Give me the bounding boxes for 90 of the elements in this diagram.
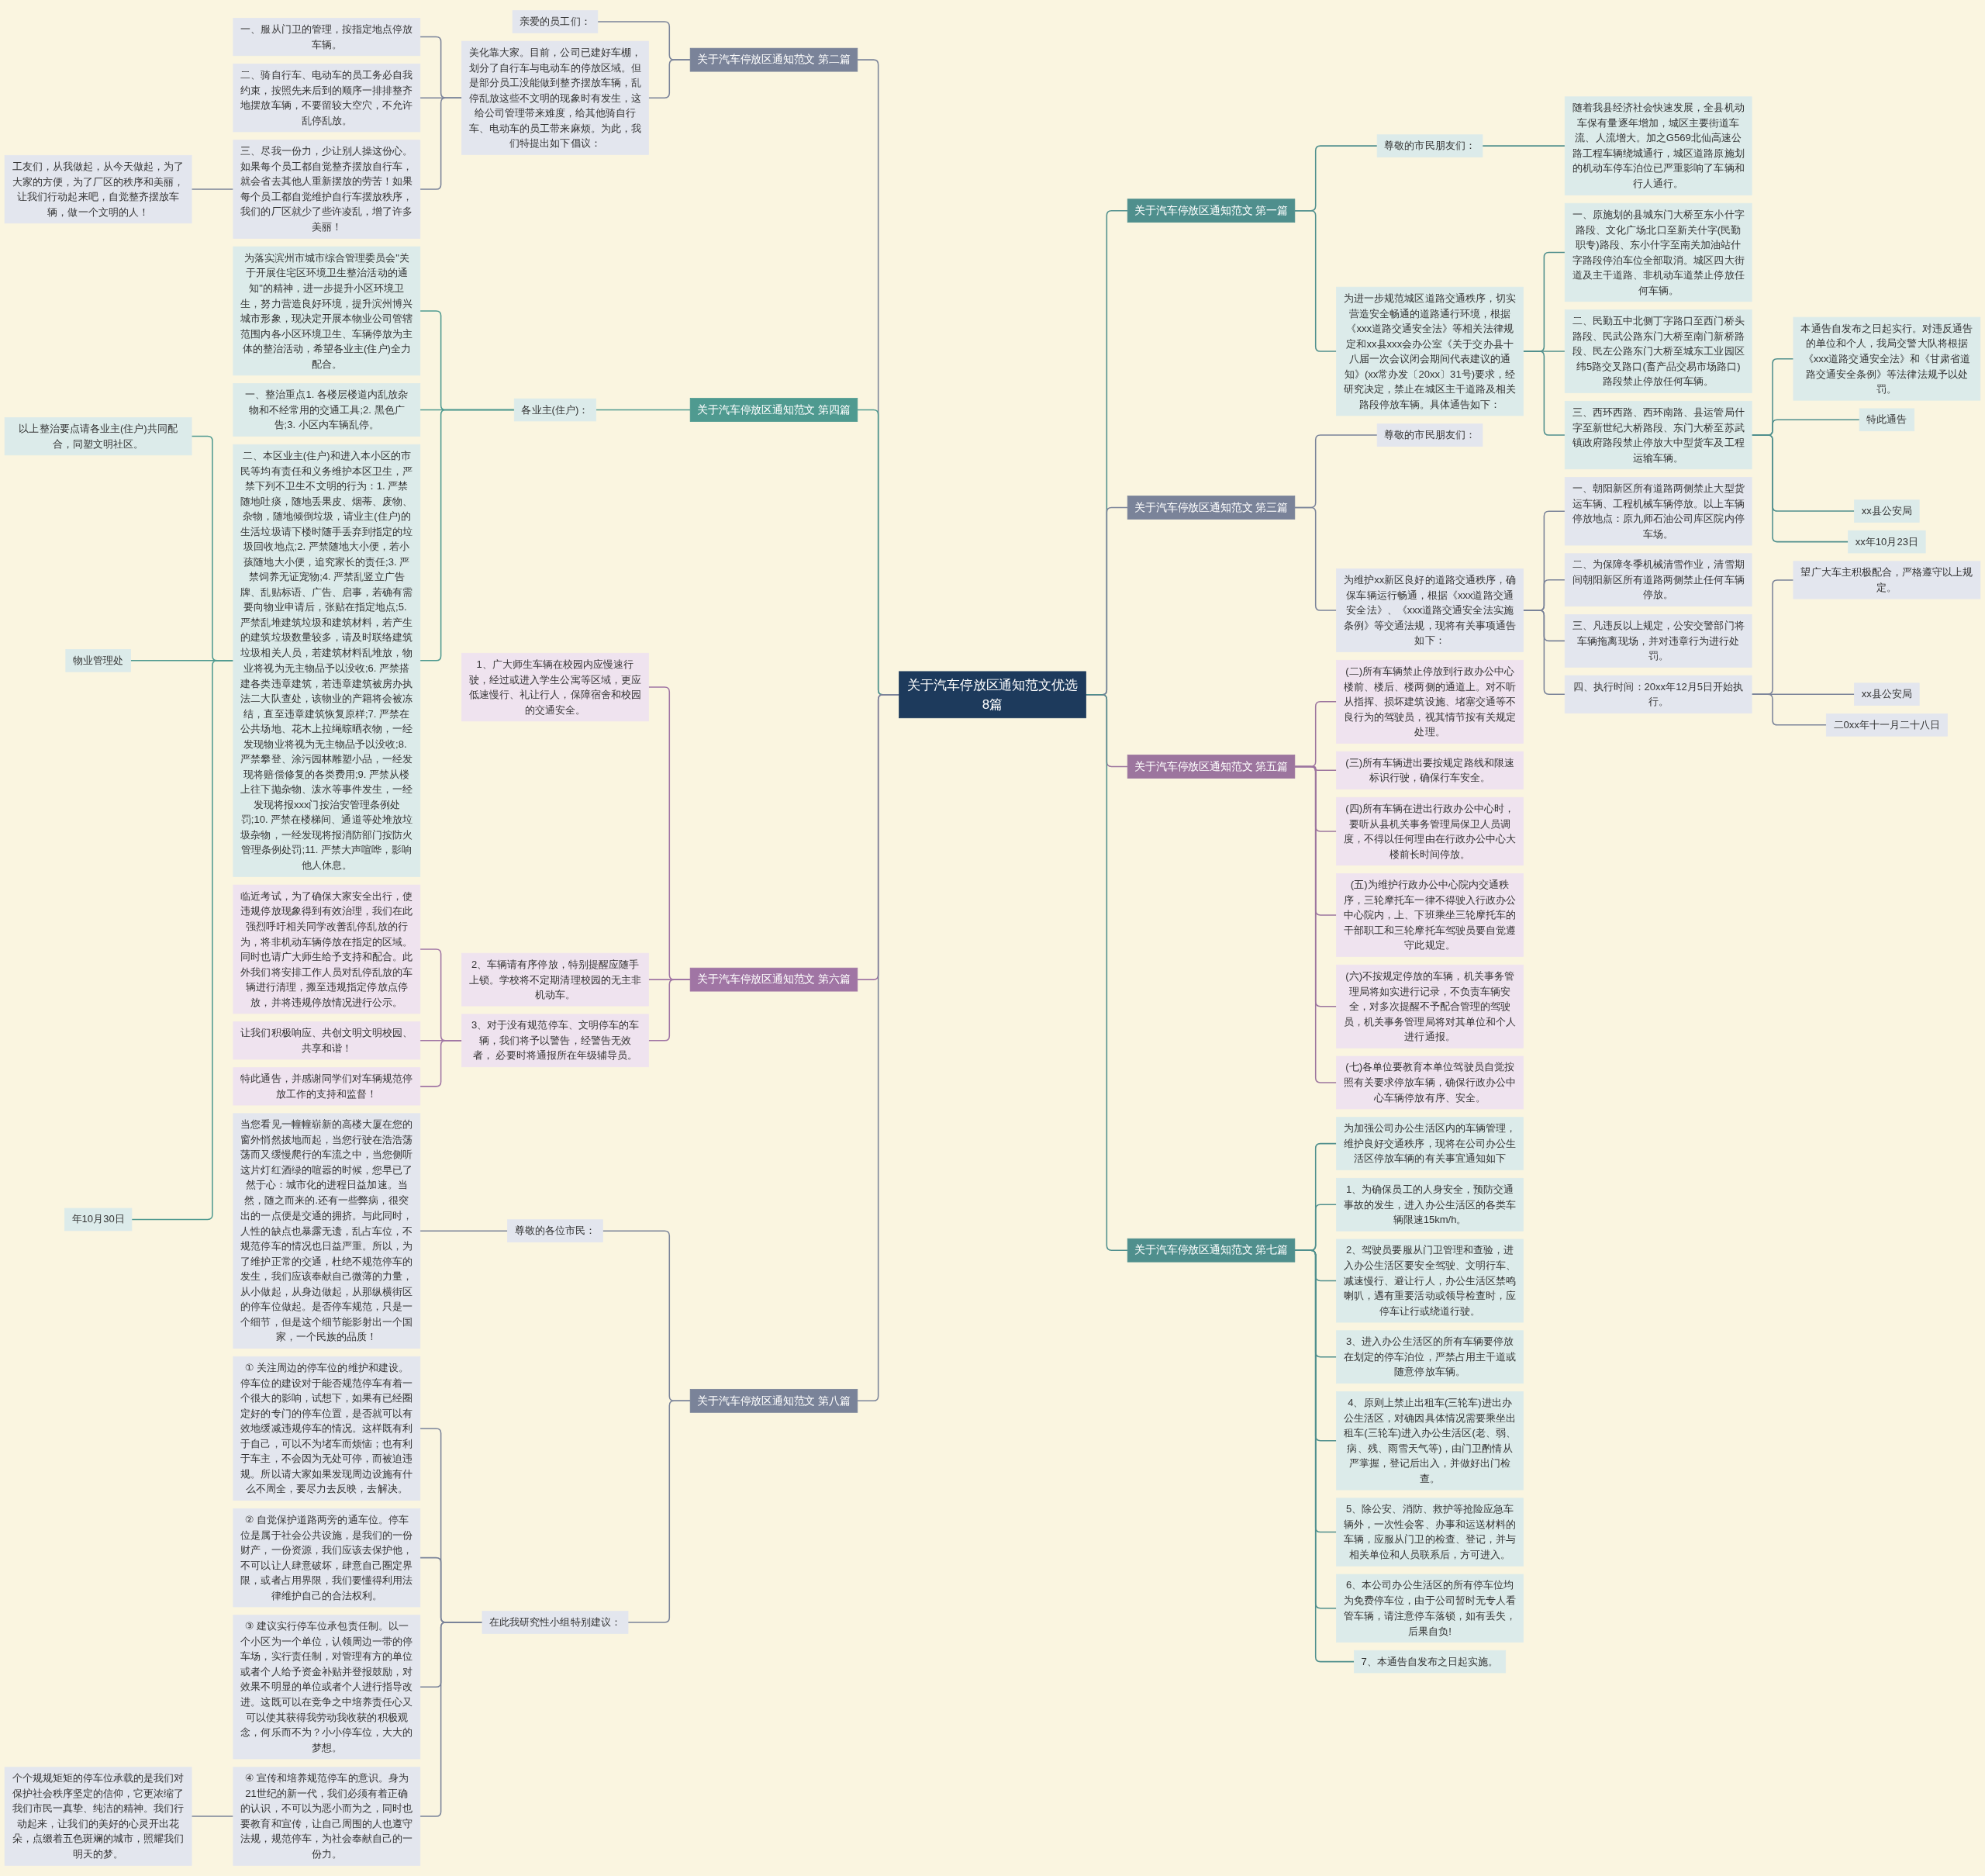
- node-box: 二、民勤五中北侧丁字路口至西门桥头路段、民武公路东门大桥至南门新桥路段、民左公路东门大桥至城东工业园区纬5路交叉路口(畜产品交易市场路口)路段禁止停放任何车辆。: [1564, 309, 1752, 393]
- connector: [131, 660, 234, 1221]
- connector: [1294, 1249, 1355, 1663]
- connector: [1294, 209, 1338, 352]
- connector: [1294, 765, 1338, 1083]
- node-box: 物业管理处: [65, 649, 131, 672]
- connector: [191, 188, 234, 190]
- connector: [1482, 145, 1566, 147]
- node-box: 年10月30日: [64, 1207, 133, 1232]
- node-box: 四、执行时间：20xx年12月5日开始执行。: [1564, 675, 1752, 713]
- connector: [647, 979, 691, 1042]
- node-box: 3、进入办公生活区的所有车辆要停放在划定的停车泊位，严禁占用主干道或随意停放车辆。: [1336, 1330, 1524, 1384]
- node-box: 一、服从门卫的管理，按指定地点停放车辆。: [233, 18, 421, 57]
- node-box: 工友们，从我做起，从今天做起，为了大家的方便，为了厂区的秩序和美丽，让我们行动起来吧，自觉整齐摆放车辆，做一个文明的人！: [4, 154, 192, 224]
- node-box: (七)各单位要教育本单位驾驶员自觉按照有关要求停放车辆，确保行政办公中心车辆停放有序、安全。: [1336, 1055, 1524, 1110]
- connector: [419, 409, 516, 662]
- connector: [419, 97, 463, 190]
- node-box: 一、整治重点1. 各楼层楼道内乱放杂物和不经常用的交通工具;2. 黑色广告;3. 小区内车辆乱停。: [233, 383, 421, 437]
- connector: [1522, 610, 1566, 696]
- connector: [647, 59, 691, 98]
- node-box: 7、本通告自发布之日起实施。: [1354, 1650, 1507, 1674]
- node-box: xx县公安局: [1854, 682, 1920, 707]
- node-box: 个个规规矩矩的停车位承载的是我们对保护社会秩序坚定的信仰，它更浓缩了我们市民一真挚、纯洁的精神。我们行动起来，让我们的美好的心灵开出花朵，点缀着五色斑斓的城市，照耀我们明天的梦。: [4, 1767, 192, 1866]
- node-box: 1、广大师生车辆在校园内应慢速行驶，经过或进入学生公寓等区域，更应低速慢行、礼让行人，保障宿舍和校园的交通安全。: [461, 652, 649, 722]
- node-box: 关于汽车停放区通知范文 第四篇: [689, 398, 858, 422]
- node-box: 为落实滨州市城市综合管理委员会"关于开展住宅区环境卫生整治活动的通知"的精神，进一步提升小区环境卫生，努力营造良好环境，提升滨州博兴城市形象，现决定开展本物业公司管辖范围内各小区环境卫生、车辆停放为主体的整治活动，希望各业主(住户)全力配合。: [233, 246, 421, 376]
- node-box: 随着我县经济社会快速发展，全县机动车保有量逐年增加，城区主要街道车流、人流增大。加之G569北仙高速公路工程车辆绕城通行，城区道路原施划的机动车停车泊位已严重影响了车辆和行人通行。: [1564, 96, 1752, 195]
- node-box: 二、为保障冬季机械清雪作业，清雪期间朝阳新区所有道路两侧禁止任何车辆停放。: [1564, 553, 1752, 607]
- node-box: 6、本公司办公生活区的所有停车位均为免费停车位，由于公司暂时无专人看管车辆，请注意停车落锁，如有丢失，后果自负!: [1336, 1574, 1524, 1643]
- node-box: xx年10月23日: [1848, 530, 1926, 554]
- node-box: 关于汽车停放区通知范文 第三篇: [1127, 496, 1296, 520]
- node-box: 以上整治要点请各业主(住户)共同配合，同塑文明社区。: [4, 417, 192, 456]
- node-box: 二、骑自行车、电动车的员工务必自我约束，按照先来后到的顺序一排排整齐地摆放车辆，不要留较大空穴，不允许乱停乱放。: [233, 64, 421, 133]
- connector: [419, 1230, 509, 1232]
- node-box: (六)不按规定停放的车辆，机关事务管理局将如实进行记录，不负责车辆安全，对多次提醒不予配合管理的驾驶员，机关事务管理局将对其单位和个人进行通报。: [1336, 964, 1524, 1049]
- connector: [1751, 434, 1849, 543]
- node-box: 特此通告，并感谢同学们对车辆规范停放工作的支持和监督！: [233, 1067, 421, 1106]
- node-box: 二、本区业主(住户)和进入本小区的市民等均有责任和义务维护本区卫生，严禁下列不卫生不文明的行为：1. 严禁随地吐痰，随地丢果皮、烟蒂、废物、杂物，随地倾倒垃圾，请业主(住户)的生活垃圾请下楼时随手丢弃到指定的垃圾回收地点;2. 严禁随地大小便，若小孩随地大小便，追究家长的责任;3. 严禁饲养无证宠物;4. 严禁乱竖立广告牌、乱贴标语、广告、启事，若确有需要向物业申请后，张贴在指定地点;5. 严禁乱堆建筑垃圾和建筑材料，若产生的建筑垃圾数量较多，请及时联络建筑垃圾相关人员，若建筑材料乱堆放，物业将视为无主物品予以没收;6. 严禁搭建各类违章建筑，若违章建筑被房办执法二大队查处，该物业的产籍将会被冻结，直至违章建筑恢复原样;7. 严禁在公共场地、花木上拉绳晾晒衣物，一经发现物业将视为无主物品予以没收;8. 严禁攀登、涂污园林雕塑小品，一经发现将赔偿修复的各类费用;9. 严禁从楼上往下抛杂物、泼水等事件发生，一经发现将报xxx门按治安管理条例处罚;10. 严禁在楼梯间、通道等处堆放垃圾杂物，一经发现将报消防部门按防火管理条例处罚;11. 严禁大声喧哗，影响他人休息。: [233, 444, 421, 877]
- node-box: ① 关注周边的停车位的维护和建设。停车位的建设对于能否规范停车有着一个很大的影响，试想下，如果有已经圈定好的专门的停车位置，是否就可以有效地缓减违规停车的情况。这样既有利于自己，可以不为堵车而烦恼；也有利于车主，不会因为无处可停，而被迫违规。所以请大家如果发现周边设施有什么不周全，要尽力去反映，去解决。: [233, 1356, 421, 1501]
- node-box: 关于汽车停放区通知范文 第一篇: [1127, 199, 1296, 223]
- node-box: 三、尽我一份力，少让别人操这份心。如果每个员工都自觉整齐摆放自行车，就会省去其他人重新摆放的劳苦！如果每个员工都自觉维护自行车摆放秩序，我们的厂区就少了些许凌乱，增了许多美丽！: [233, 140, 421, 239]
- node-box: 本通告自发布之日起实行。对违反通告的单位和个人，我局交警大队将根据《xxx道路交通安全法》和《甘肃省道路交通安全条例》等法律法规予以处罚。: [1793, 316, 1981, 401]
- node-box: 为加强公司办公生活区内的车辆管理，维护良好交通秩序，现将在公司办公生活区停放车辆的有关事宜通知如下: [1336, 1117, 1524, 1170]
- node-box: 1、为确保员工的人身安全，预防交通事故的发生，进入办公生活区的各类车辆限速15km/h。: [1336, 1177, 1524, 1232]
- node-box: 二0xx年十一月二十八日: [1825, 713, 1948, 737]
- connector: [627, 1400, 691, 1623]
- node-box: 三、西环西路、西环南路、县运管局什字至新世纪大桥路段、东门大桥至苏武镇政府路段禁止停放大中型货车及工程运输车辆。: [1564, 400, 1752, 470]
- node-box: 关于汽车停放区通知范文优选8篇: [899, 671, 1086, 719]
- node-box: 关于汽车停放区通知范文 第八篇: [689, 1389, 858, 1413]
- node-box: 2、驾驶员要服从门卫管理和查验，进入办公生活区要安全驾驶、文明行车、减速慢行、避让行人，办公生活区禁鸣喇叭，遇有重要活动或领导检查时，应停车让行或绕道行驶。: [1336, 1239, 1524, 1323]
- node-box: 2、车辆请有序停放，特别提醒应随手上锁。学校将不定期清理校园的无主非机动车。: [461, 952, 649, 1007]
- node-box: 关于汽车停放区通知范文 第七篇: [1127, 1238, 1296, 1263]
- connector: [1294, 506, 1338, 611]
- connector: [419, 1622, 483, 1817]
- node-box: 为进一步规范城区道路交通秩序，切实营造安全畅通的道路通行环境，根据《xxx道路交通安全法》等相关法律规定和xx县xxx会办公室《关于交办县十八届一次会议闭会期间代表建议的通知》(xx常办发〔20xx〕31号)要求，经研究决定，禁止在城区主干道路及相关路段停放车辆。具体通告如下：: [1336, 286, 1524, 416]
- node-box: (五)为维护行政办公中心院内交通秩序，三轮摩托车一律不得驶入行政办公中心院内，上、下班乘坐三轮摩托车的干部职工和三轮摩托车驾驶员要自觉遵守此规定。: [1336, 873, 1524, 957]
- node-box: ② 自觉保护道路两旁的通车位。停车位是属于社会公共设施，是我们的一份财产，一份资源，我们应该去保护他，不可以让人肆意破坏，肆意自己圈定界限，或者占用界限，我们要懂得利用法律维护自己的合法权利。: [233, 1508, 421, 1608]
- node-box: 各业主(住户)：: [513, 398, 597, 422]
- connector: [595, 409, 691, 411]
- node-box: 关于汽车停放区通知范文 第六篇: [689, 967, 858, 992]
- node-box: (二)所有车辆禁止停放到行政办公中心楼前、楼后、楼两侧的通道上。对不听从指挥、损坏建筑设施、堵塞交通等不良行为的驾驶员，视其情节按有关规定处理。: [1336, 659, 1524, 744]
- node-box: 望广大车主积极配合，严格遵守以上规定。: [1793, 561, 1981, 599]
- node-box: ④ 宣传和培养规范停车的意识。身为21世纪的新一代，我们必须有着正确的认识，不可以为恶小而为之，同时也要教育和宣传，让自己周围的人也遵守法规，规范停车，为社会奉献自己的一份力。: [233, 1767, 421, 1866]
- node-box: 美化靠大家。目前，公司已建好车棚，划分了自行车与电动车的停放区域。但是部分员工没能做到整齐摆放车辆，乱停乱放这些不文明的现象时有发生，这给公司管理带来难度，给其他骑自行车、电动车的员工带来麻烦。为此，我们特提出如下倡议：: [461, 40, 649, 155]
- node-box: 5、除公安、消防、救护等抢险应急车辆外，一次性会客、办事和运送材料的车辆，应服从门卫的检查、登记，并与相关单位和人员联系后，方可进入。: [1336, 1498, 1524, 1567]
- node-box: 一、原施划的县城东门大桥至东小什字路段、文化广场北口至新关什字(民勤职专)路段、东小什字至南关加油站什字路段停泊车位全部取消。城区四大街道及主干道路、非机动车道禁止停放任何车辆。: [1564, 202, 1752, 302]
- node-box: 尊敬的市民朋友们：: [1376, 423, 1483, 447]
- node-box: 在此我研究性小组特别建议：: [482, 1611, 629, 1634]
- connector: [191, 1816, 234, 1817]
- node-box: 4、原则上禁止出租车(三轮车)进出办公生活区，对确因具体情况需要乘坐出租车(三轮车)进入办公生活区(老、弱、病、残、雨雪天气等)，由门卫酌情从严掌握，登记后出入，并做好出门检查。: [1336, 1391, 1524, 1491]
- node-box: xx县公安局: [1854, 499, 1920, 523]
- node-box: 亲爱的员工们：: [512, 10, 599, 33]
- node-box: 3、对于没有规范停车、文明停车的车辆，我们将予以警告，经警告无效者， 必要时将通报所在年级辅导员。: [461, 1014, 649, 1068]
- node-box: 一、朝阳新区所有道路两侧禁止大型货运车辆、工程机械车辆停放。以上车辆停放地点：原九师石油公司库区院内停车场。: [1564, 477, 1752, 546]
- node-box: 临近考试，为了确保大家安全出行，使违规停放现象得到有效治理，我们在此强烈呼吁相关同学改善乱停乱放的行为，将非机动车辆停放在指定的区域。同时也请广大师生给予支持和配合。此外我们将安排工作人员对乱停乱放的车辆进行清理，搬至违规指定停放点停放，并将违规停放情况进行公示。: [233, 884, 421, 1014]
- node-box: 让我们积极响应、共创文明文明校园、共享和谐！: [233, 1021, 421, 1060]
- node-box: ③ 建议实行停车位承包责任制。以一个小区为一个单位，认领周边一带的停车场，实行责任制，对管理有方的单位或者个人给予资金补贴并登报鼓励，对效果不明显的单位或者个人进行指导改进。这既可以在竞争之中培养责任心又可以使其获得我劳动我收获的积极观念，何乐而不为？小小停车位，大大的梦想。: [233, 1615, 421, 1760]
- node-box: 尊敬的各位市民：: [507, 1219, 603, 1242]
- connector: [419, 1040, 463, 1087]
- node-box: 三、凡违反以上规定，公安交警部门将车辆拖离现场，并对违章行为进行处罚。: [1564, 614, 1752, 668]
- node-box: 特此通告: [1859, 408, 1915, 432]
- node-box: 关于汽车停放区通知范文 第五篇: [1127, 755, 1296, 779]
- node-box: 为维护xx新区良好的道路交通秩序，确保车辆运行畅通，根据《xxx道路交通安全法》、《xxx道路交通安全法实施条例》等交通法规，现将有关事项通告如下：: [1336, 568, 1524, 652]
- node-box: 关于汽车停放区通知范文 第二篇: [689, 47, 858, 72]
- node-box: 当您看见一幢幢崭新的高楼大厦在您的窗外悄然拔地而起，当您行驶在浩浩荡荡而又缓慢爬行的车流之中，当您侧听这片灯红酒绿的喧嚣的时候，您早已了然于心：城市化的进程日益加速。当然，随之而来的.还有一些弊病，很突出的一点便是交通的拥挤。与此同时，人性的缺点也暴露无遗，乱占车位，不规范停车的情况也日益严重。所以，为了维护正常的交通，杜绝不规范停车的发生，我们应该奉献自己微薄的力量，从小做起，从身边做起，从那纵横街区的停车位做起。是否停车规范，只是一个细节，但是这个细节能影射出一个国家，一个民族的品质！: [233, 1113, 421, 1349]
- node-box: 尊敬的市民朋友们：: [1376, 134, 1483, 157]
- connector: [1751, 693, 1828, 726]
- node-box: (三)所有车辆进出要按规定路线和限速标识行驶，确保行车安全。: [1336, 751, 1524, 789]
- connector: [1522, 351, 1566, 436]
- node-box: (四)所有车辆在进出行政办公中心时，要听从县机关事务管理局保卫人员调度，不得以任何理由在行政办公中心大楼前长时间停放。: [1336, 796, 1524, 866]
